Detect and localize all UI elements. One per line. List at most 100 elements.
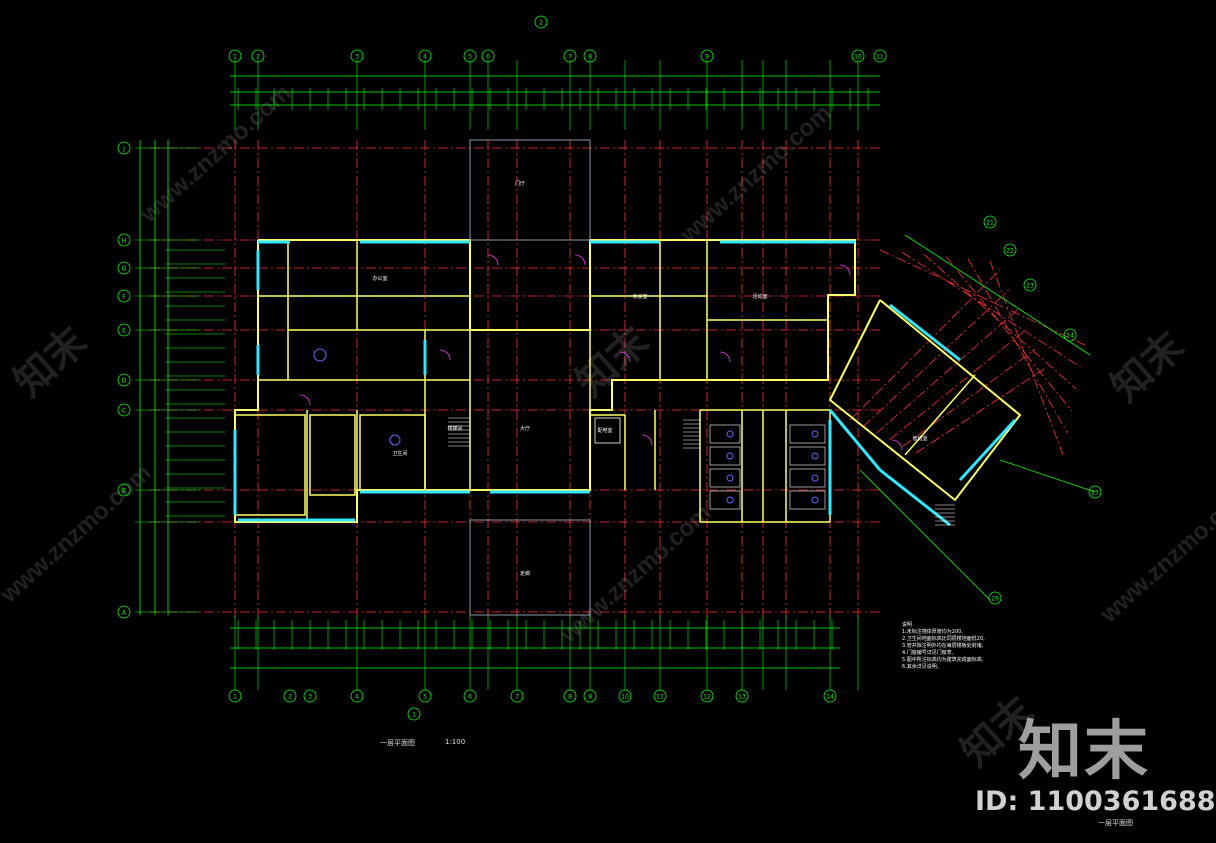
window-line	[828, 409, 882, 471]
room-label: 门厅	[515, 180, 525, 187]
door-swing	[641, 434, 653, 446]
axis-bubble-label: 1	[233, 694, 237, 701]
axis-bubble	[735, 689, 749, 703]
axis-bubble	[418, 49, 432, 63]
axis-bubble-label: J	[122, 146, 125, 153]
axis-line-wing	[915, 368, 1045, 454]
axis-bubble-label: G	[122, 266, 127, 273]
room-label: 走廊	[520, 570, 530, 577]
toilet-stall	[789, 468, 826, 488]
axis-bubble	[873, 49, 887, 63]
axis-bubble	[418, 689, 432, 703]
note-line: 2.卫生间地面标高比同层楼地面低20,	[902, 636, 985, 642]
bottom-canopy	[469, 519, 591, 616]
dimension-line	[999, 459, 1096, 493]
axis-bubble-label: 3	[355, 54, 359, 61]
toilet-stall	[709, 424, 741, 444]
toilet-icon	[726, 496, 734, 504]
equipment-box	[594, 417, 621, 444]
axis-bubble-label: 25	[1091, 490, 1099, 497]
axis-bubble	[283, 689, 297, 703]
axis-bubble	[481, 49, 495, 63]
notes-heading: 说明	[902, 622, 913, 628]
room-label: 配电室	[597, 427, 612, 434]
axis-bubble-label: 4	[355, 694, 359, 701]
brand-logo-text: 知末	[1018, 715, 1150, 789]
axis-line-wing	[989, 260, 1064, 456]
fixture-icon	[389, 434, 401, 446]
axis-bubble	[350, 49, 364, 63]
axis-bubble	[534, 15, 548, 29]
office-room	[309, 414, 356, 496]
axis-bubble	[251, 49, 265, 63]
axis-bubble	[618, 689, 632, 703]
door-swing	[574, 254, 586, 266]
axis-bubble-label: 3	[308, 694, 312, 701]
image-id-label: ID: 1100361688	[975, 786, 1216, 817]
axis-line-wing	[889, 329, 1027, 441]
axis-bubble-label: 14	[826, 694, 834, 701]
axis-bubble-label: 7	[568, 54, 572, 61]
axis-bubble-label: C	[122, 408, 126, 415]
axis-bubble	[988, 591, 1002, 605]
axis-bubble	[563, 689, 577, 703]
note-line: 6.其余详见说明。	[902, 664, 942, 670]
room-label: 活动室	[752, 293, 767, 300]
axis-bubble-label: 11	[876, 54, 884, 61]
axis-line-wing	[876, 309, 1018, 434]
room-label: 会议室	[632, 293, 647, 300]
drawing-scale: 1:100	[445, 738, 466, 746]
fixture-icon	[313, 348, 327, 362]
axis-bubble	[1063, 328, 1077, 342]
axis-bubble	[983, 215, 997, 229]
note-line: 4.门窗编号详见门窗表,	[902, 650, 954, 656]
axis-bubble-label: 23	[1026, 283, 1034, 290]
axis-bubble	[510, 689, 524, 703]
axis-line-wing	[923, 254, 1077, 390]
axis-bubble	[117, 323, 131, 337]
axis-bubble-label: 24	[1066, 333, 1074, 340]
axis-bubble	[463, 49, 477, 63]
axis-bubble-label: 12	[703, 694, 711, 701]
axis-bubble-label: B	[122, 488, 126, 495]
sheet-label: 一层平面图	[1098, 819, 1133, 827]
axis-line-wing	[862, 289, 1010, 427]
axis-bubble	[583, 49, 597, 63]
door-swing	[487, 254, 499, 266]
axis-bubble	[228, 49, 242, 63]
axis-bubble	[851, 49, 865, 63]
windows	[233, 240, 1017, 527]
axis-line-wing	[945, 256, 1073, 412]
window-line	[889, 303, 961, 362]
door-swing	[619, 351, 631, 363]
axis-bubble-label: 2	[539, 20, 543, 27]
axis-bubble	[463, 689, 477, 703]
toilet-stall	[709, 468, 741, 488]
axis-bubble-label: 8	[568, 694, 572, 701]
door-swing	[891, 439, 903, 451]
axis-bubble	[407, 707, 421, 721]
toilet-stall	[789, 424, 826, 444]
room-label: 大厅	[520, 425, 530, 432]
axis-bubble	[1023, 278, 1037, 292]
toilet-icon	[811, 496, 819, 504]
axis-bubble	[117, 141, 131, 155]
toilet-icon	[726, 452, 734, 460]
axis-bubble-label: H	[122, 238, 127, 245]
toilet-icon	[811, 452, 819, 460]
axis-bubble-label: 9	[588, 694, 592, 701]
axis-bubble	[350, 689, 364, 703]
axis-bubble	[1088, 485, 1102, 499]
axis-bubble	[228, 689, 242, 703]
design-notes: 说明 1.未标注墙体厚度均为200, 2.卫生间地面标高比同层楼地面低20, 3…	[902, 622, 1042, 671]
building-walls	[234, 139, 1022, 616]
axis-bubble-label: 1	[233, 54, 237, 61]
dimension-line	[859, 469, 991, 601]
door-swing	[839, 264, 851, 276]
room-label: 卫生间	[392, 450, 407, 457]
note-line: 1.未标注墙体厚度均为200,	[902, 629, 963, 635]
axis-bubble-label: 9	[705, 54, 709, 61]
rotated-wing-partition	[904, 374, 976, 456]
axis-bubble-label: 2	[256, 54, 260, 61]
